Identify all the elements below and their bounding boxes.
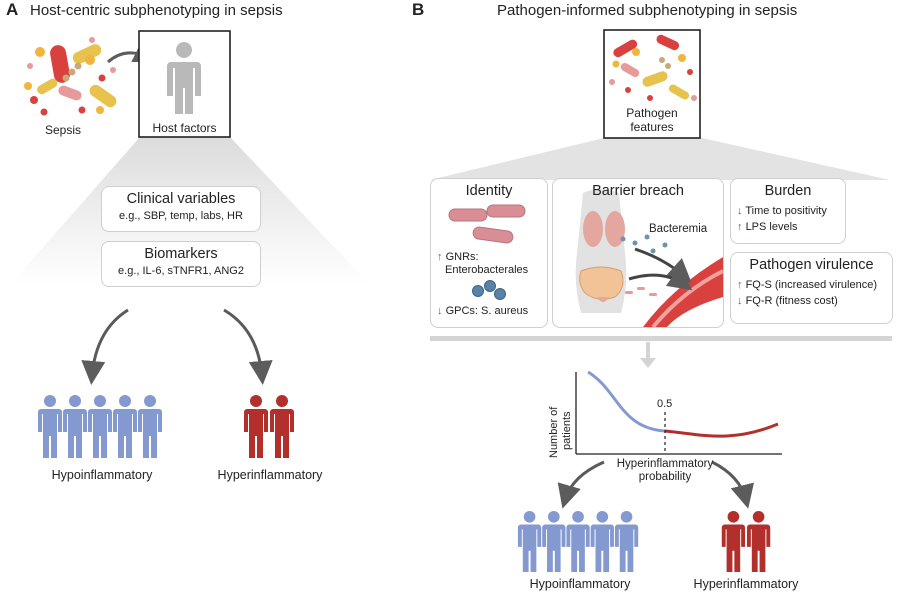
panel-a-letter: A — [6, 0, 19, 19]
panel-b-hyper-label: Hyperinflammatory — [693, 577, 799, 591]
person-icon — [88, 395, 112, 458]
virulence-box: Pathogen virulence ↑ FQ-S (increased vir… — [730, 252, 893, 324]
up-arrow-icon: ↑ — [437, 251, 443, 263]
panel-b-divider — [430, 336, 892, 341]
panel-a-hypo-label: Hypoinflammatory — [51, 468, 153, 482]
clinical-variables-subtitle: e.g., SBP, temp, labs, HR — [119, 210, 243, 222]
biomarkers-box: Biomarkers e.g., IL-6, sTNFR1, ANG2 — [101, 241, 261, 287]
hyper-people-icon — [244, 395, 294, 458]
virulence-item-1: ↑ FQ-S (increased virulence) — [737, 279, 877, 291]
hypo-curve — [587, 370, 666, 433]
person-icon — [138, 395, 162, 458]
cocci-icon — [472, 280, 506, 300]
person-icon — [113, 395, 137, 458]
barrier-breach-box: Barrier breach Bacteremia — [552, 178, 724, 328]
threshold-label: 0.5 — [657, 398, 673, 410]
hypo-people-icon — [517, 510, 639, 573]
virulence-title: Pathogen virulence — [749, 257, 874, 273]
virulence-item-2: ↓ FQ-R (fitness cost) — [737, 295, 838, 307]
down-arrow-icon: ↓ — [737, 205, 743, 217]
panel-b-down-arrow — [640, 342, 656, 368]
clinical-variables-box: Clinical variables e.g., SBP, temp, labs… — [101, 186, 261, 232]
person-icon — [614, 510, 639, 573]
up-arrow-icon: ↑ — [737, 221, 743, 233]
chart-xlabel-1: Hyperinflammatory — [616, 458, 714, 470]
lung-icon — [583, 211, 603, 247]
panel-a-hyper-group — [243, 394, 295, 465]
panel-b-hypo-label: Hypoinflammatory — [529, 577, 631, 591]
person-icon — [38, 395, 62, 458]
probability-chart — [575, 370, 782, 455]
panel-b-bacteria-icon — [609, 34, 697, 101]
panel-b-arrow-hyper — [711, 460, 754, 509]
panel-a-hypo-group — [37, 394, 167, 465]
gnr-line-1: ↑ GNRs: — [437, 251, 479, 263]
intestine-icon — [579, 266, 624, 300]
person-icon — [746, 510, 771, 573]
panel-a-arrow-hypo — [81, 308, 129, 385]
panel-b-fan — [430, 138, 890, 180]
pathogen-label-2: features — [630, 120, 674, 134]
host-factors-label: Host factors — [152, 121, 217, 135]
panel-b-hypo-group — [515, 510, 645, 579]
bladder-icon — [597, 297, 609, 302]
identity-box: Identity ↑ GNRs: Enterobacterales ↓ GPCs… — [430, 178, 548, 328]
clinical-variables-title: Clinical variables — [126, 191, 236, 207]
hyper-people-icon — [721, 510, 771, 573]
panel-b-hyper-group — [720, 510, 772, 579]
person-icon — [244, 395, 268, 458]
panel-a-title: Host-centric subphenotyping in sepsis — [30, 2, 283, 19]
gnr-line-2: Enterobacterales — [445, 264, 529, 276]
pathogen-label-1: Pathogen — [626, 106, 678, 120]
rod-bacteria-icon — [448, 204, 526, 244]
person-icon — [542, 510, 566, 573]
burden-title: Burden — [764, 183, 812, 199]
chart-ylabel-1: Number of — [548, 406, 560, 458]
lung-icon — [605, 211, 625, 247]
blood-vessel — [643, 257, 723, 327]
barrier-breach-title: Barrier breach — [592, 183, 684, 199]
burden-item-1: ↓ Time to positivity — [737, 205, 827, 217]
panel-a-arrow-hyper — [223, 308, 273, 385]
hyper-curve — [664, 422, 779, 438]
hypo-people-icon — [38, 395, 162, 458]
down-arrow-icon: ↓ — [437, 305, 443, 317]
anatomy-illustration — [575, 189, 723, 327]
burden-box: Burden ↓ Time to positivity ↑ LPS levels — [730, 178, 846, 244]
burden-item-2: ↑ LPS levels — [737, 221, 798, 233]
person-icon — [721, 510, 746, 573]
chart-ylabel-2: patients — [561, 411, 573, 450]
person-icon — [63, 395, 87, 458]
sepsis-label: Sepsis — [45, 123, 82, 137]
biomarkers-title: Biomarkers — [144, 246, 218, 262]
panel-a-hyper-label: Hyperinflammatory — [217, 468, 323, 482]
person-icon — [590, 510, 614, 573]
up-arrow-icon: ↑ — [737, 279, 743, 291]
panel-b-title: Pathogen-informed subphenotyping in seps… — [497, 2, 798, 19]
person-icon — [566, 510, 590, 573]
biomarkers-subtitle: e.g., IL-6, sTNFR1, ANG2 — [118, 265, 244, 277]
host-person-icon — [167, 42, 201, 114]
person-icon — [517, 510, 542, 573]
gpc-line: ↓ GPCs: S. aureus — [437, 305, 529, 317]
panel-b-letter: B — [412, 0, 425, 19]
chart-xlabel-2: probability — [638, 471, 692, 483]
bacteremia-dots — [620, 234, 668, 254]
panel-a-bacteria-icon — [24, 37, 117, 116]
panel-b-arrow-hypo — [557, 460, 605, 509]
down-arrow-icon: ↓ — [737, 295, 743, 307]
bacteremia-label: Bacteremia — [649, 223, 708, 235]
person-icon — [270, 395, 294, 458]
identity-title: Identity — [465, 183, 513, 199]
